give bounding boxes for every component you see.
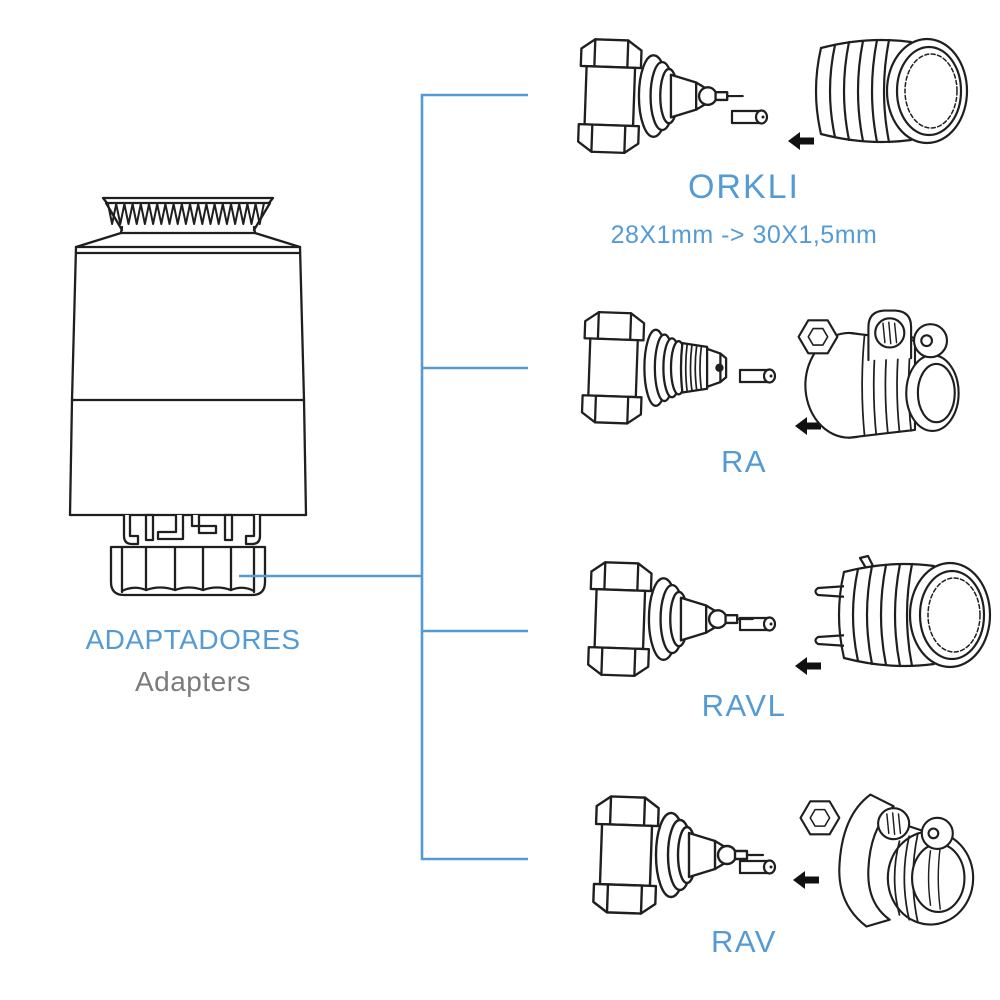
adapter-label-ravl: RAVL (701, 688, 787, 723)
ra-valve-icon (560, 309, 960, 439)
arrow-left-icon (788, 132, 814, 150)
rav-valve-icon (560, 793, 975, 928)
adapter-label-rav: RAV (711, 924, 777, 959)
ra-clamp-adapter-icon (797, 309, 960, 439)
device-title: ADAPTADORES (85, 624, 301, 655)
device-subtitle: Adapters (134, 666, 252, 697)
arrow-left-icon (793, 871, 819, 889)
adapter-pin-icon (738, 368, 777, 384)
arrow-left-icon (795, 657, 821, 675)
adapter-pin-icon (738, 859, 777, 875)
adapter-size-note-orkli: 28X1mm -> 30X1,5mm (610, 221, 878, 249)
adapter-label-ra: RA (720, 444, 768, 479)
rav-clamp-adapter-icon (799, 793, 975, 928)
ravl-prong-adapter-icon (816, 556, 991, 667)
adapter-label-orkli: ORKLI (687, 168, 801, 206)
adapter-pin-icon (730, 109, 769, 125)
orkli-valve-icon (560, 28, 969, 164)
ravl-valve-icon (560, 548, 1000, 690)
orkli-threaded-adapter-icon (814, 37, 969, 145)
